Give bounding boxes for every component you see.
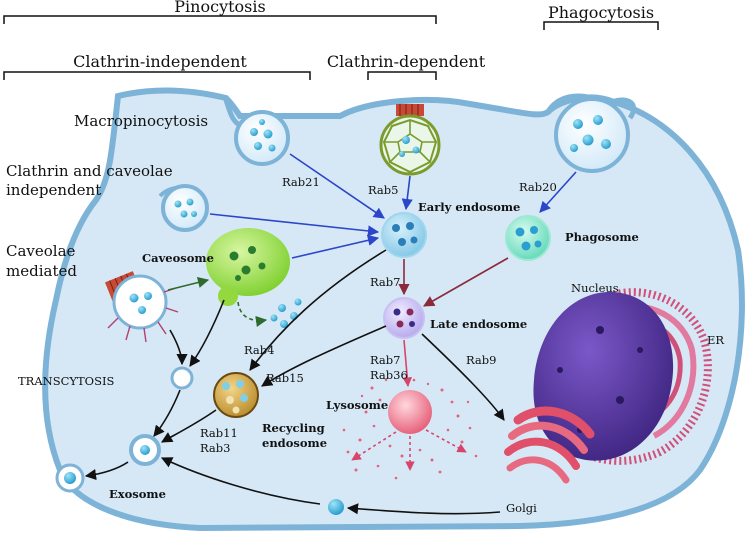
rab11-label: Rab11	[200, 426, 238, 440]
arrow-phagocup-to-phagosome	[539, 171, 577, 213]
rab15-label: Rab15	[266, 371, 304, 385]
lysosome-enzymes	[342, 378, 478, 480]
arrow-early-to-recycling	[249, 249, 387, 371]
arrow-caveosome-to-transcytosis	[189, 299, 225, 367]
phagosome-label: Phagosome	[565, 230, 639, 244]
lysosome: Lysosome	[326, 378, 478, 480]
arrow-caveosome-release	[237, 301, 268, 327]
arrow-phagosome-to-late	[423, 257, 509, 307]
rab-labels: Rab21 Rab5 Rab20 Rab7 Rab4 Rab15 Rab7 Ra…	[200, 175, 557, 455]
released-particles	[270, 298, 302, 328]
arrow-caveola-down	[169, 329, 188, 366]
clathrin-caveolae-label-1: Clathrin and caveolae	[6, 162, 173, 180]
rab4-label: Rab4	[244, 343, 274, 357]
arrow-late-to-golgi	[421, 333, 505, 421]
arrow-golgivesicle-to-membrane	[160, 457, 321, 505]
rab3-label: Rab3	[200, 441, 230, 455]
phagocytosis-bracket	[543, 21, 659, 30]
clathrin-dependent-bracket	[367, 71, 437, 80]
arrow-caveosome-to-early	[291, 234, 380, 259]
recycling-endosome-label-1: Recycling	[262, 421, 325, 435]
rab20-label: Rab20	[519, 180, 557, 194]
pathway-labels: Macropinocytosis Clathrin and caveolae i…	[6, 112, 208, 280]
arrow-late-to-lysosome	[402, 339, 413, 387]
arrow-cci-to-early	[209, 213, 380, 237]
recycling-endosome-label-2: endosome	[262, 436, 327, 450]
arrow-lyso-release-1	[351, 431, 397, 461]
phagocytic-cup	[545, 93, 637, 173]
rab5-label: Rab5	[368, 183, 398, 197]
caveolae-label-1: Caveolae	[6, 242, 76, 260]
headers: Pinocytosis Phagocytosis Clathrin-indepe…	[3, 0, 659, 80]
phagosome: Phagosome	[505, 215, 639, 261]
caveosome-label: Caveosome	[142, 251, 214, 265]
cci-vesicle	[158, 184, 209, 232]
exosome-label: Exosome	[109, 487, 166, 501]
rab21-label: Rab21	[282, 175, 320, 189]
arrow-lyso-release-3	[425, 429, 467, 453]
nucleus-label: Nucleus	[571, 281, 619, 295]
arrow-clathrin-to-early	[401, 175, 413, 211]
pinocytosis-bracket	[3, 15, 437, 24]
macropinocytosis-label: Macropinocytosis	[74, 112, 208, 130]
arrow-golgi-to-vesicle	[346, 503, 501, 515]
clathrin-independent-header: Clathrin-independent	[73, 52, 247, 71]
caveolae-label-2: mediated	[6, 262, 77, 280]
rab7-top-label: Rab7	[370, 275, 400, 289]
arrow-macropino-to-early	[289, 153, 385, 219]
golgi-vesicle	[328, 499, 344, 515]
arrow-caveola-to-caveosome	[167, 277, 210, 291]
golgi: Golgi	[504, 406, 595, 515]
recycling-endosome: Recycling endosome	[213, 372, 327, 450]
arrows	[84, 153, 577, 515]
lysosome-label: Lysosome	[326, 398, 388, 412]
arrow-vesicle-to-exosome	[84, 461, 129, 481]
early-endosome: Early endosome	[381, 200, 520, 258]
arrow-transcytosis-to-vesicle	[153, 389, 181, 437]
transcytosis-vesicle: TRANSCYTOSIS	[18, 366, 194, 390]
clathrin-coated-vesicle	[379, 104, 441, 176]
er-label: ER	[707, 333, 724, 347]
early-endosome-label: Early endosome	[418, 200, 520, 214]
phagocytosis-header: Phagocytosis	[548, 3, 654, 22]
caveosome: Caveosome	[142, 228, 290, 306]
clathrin-independent-bracket	[3, 71, 311, 80]
arrow-recycling-to-vesicle	[161, 409, 217, 443]
exosome: Exosome	[55, 463, 166, 501]
macropinosome	[223, 99, 290, 166]
transcytosis-label: TRANSCYTOSIS	[18, 374, 114, 388]
arrow-late-to-recycling	[261, 325, 387, 387]
clathrin-caveolae-label-2: independent	[6, 181, 101, 199]
pinocytosis-header: Pinocytosis	[174, 0, 265, 16]
golgi-label: Golgi	[506, 501, 537, 515]
caveola	[104, 271, 179, 343]
secretory-vesicle	[129, 434, 161, 466]
rab9-label: Rab9	[466, 353, 496, 367]
late-endosome: Late endosome	[383, 297, 527, 339]
rab7-bottom-label: Rab7	[370, 353, 400, 367]
clathrin-dependent-header: Clathrin-dependent	[327, 52, 486, 71]
rab36-label: Rab36	[370, 368, 408, 382]
late-endosome-label: Late endosome	[430, 317, 527, 331]
